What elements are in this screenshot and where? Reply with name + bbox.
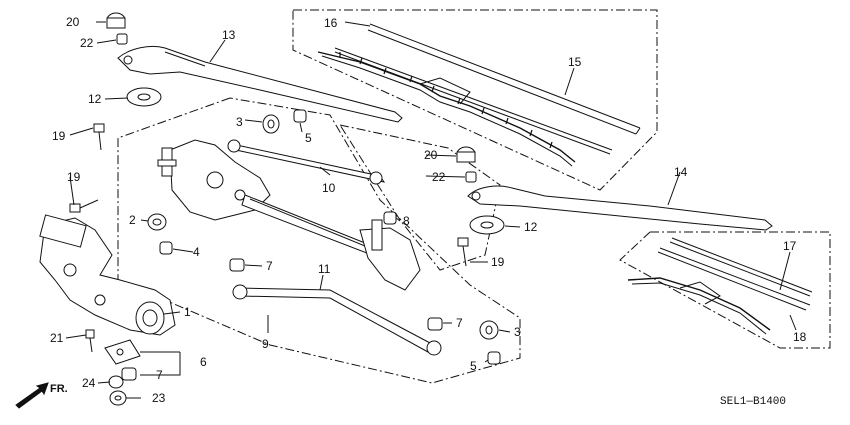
callout-19c: 19 — [491, 255, 505, 269]
callout-7a: 7 — [266, 259, 273, 273]
leader-lines — [65, 21, 797, 399]
wiper-blade-rear — [627, 237, 813, 335]
callout-23: 23 — [152, 391, 166, 405]
motor-bracket — [104, 339, 141, 365]
callout-20a: 20 — [66, 15, 80, 29]
group-boundaries — [117, 9, 831, 384]
callout-13: 13 — [222, 28, 236, 42]
callout-17: 17 — [783, 239, 797, 253]
callout-22b: 22 — [432, 170, 446, 184]
callout-14: 14 — [674, 165, 688, 179]
callout-9: 9 — [262, 337, 269, 351]
callout-3a: 3 — [236, 115, 243, 129]
wiper-blade-front — [317, 23, 641, 167]
callout-4: 4 — [193, 245, 200, 259]
callout-7b: 7 — [456, 316, 463, 330]
callout-labels: 20 22 13 12 19 19 3 5 10 2 4 8 7 11 1 9 … — [50, 15, 807, 408]
callout-12a: 12 — [88, 92, 102, 106]
callout-5a: 5 — [305, 131, 312, 145]
callout-19b: 19 — [67, 170, 81, 184]
callout-22a: 22 — [80, 36, 94, 50]
callout-2: 2 — [129, 213, 136, 227]
callout-7c: 7 — [156, 368, 163, 382]
wiper-motor — [39, 214, 176, 336]
callout-19a: 19 — [52, 129, 66, 143]
callout-21: 21 — [50, 331, 64, 345]
callout-6: 6 — [200, 355, 207, 369]
wiper-arm-front — [117, 45, 403, 123]
callout-1: 1 — [184, 305, 191, 319]
small-hardware — [69, 12, 505, 406]
callout-24: 24 — [82, 376, 96, 390]
front-arrow-icon — [15, 382, 49, 409]
callout-3b: 3 — [514, 325, 521, 339]
callout-15: 15 — [568, 55, 582, 69]
callout-5b: 5 — [470, 359, 477, 373]
wiper-arm-passenger — [467, 185, 773, 231]
callout-20b: 20 — [424, 148, 438, 162]
wiper-linkage — [157, 139, 442, 356]
front-indicator: FR. — [50, 383, 68, 395]
callout-12b: 12 — [524, 220, 538, 234]
callout-8: 8 — [403, 214, 410, 228]
callout-10: 10 — [322, 181, 336, 195]
callout-16: 16 — [324, 16, 338, 30]
callout-18: 18 — [793, 330, 807, 344]
callout-11: 11 — [318, 262, 331, 276]
diagram-code: SEL1—B1400 — [720, 396, 786, 408]
